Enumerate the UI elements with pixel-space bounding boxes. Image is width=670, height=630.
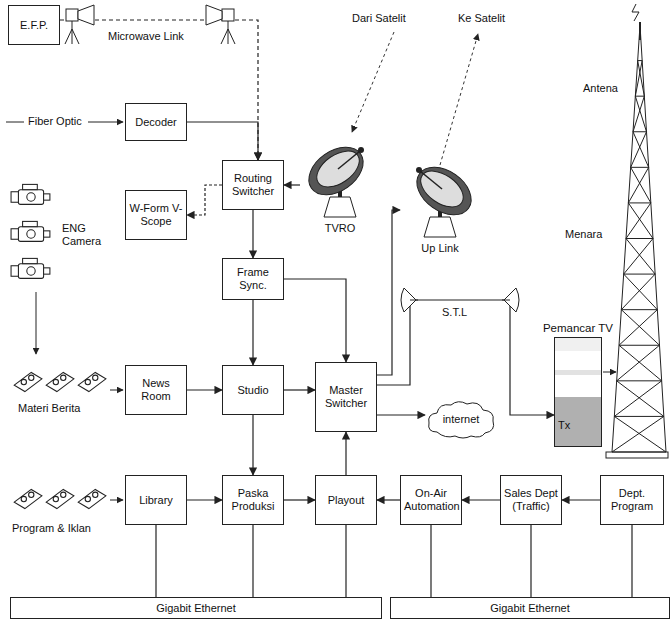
process-box: On-Air Automation — [400, 475, 462, 525]
internet-cloud: internet — [425, 398, 497, 440]
connector — [430, 525, 431, 597]
node-text: Playout — [316, 494, 376, 507]
node-text: Master Switcher — [316, 384, 376, 409]
process-box: W-Form V-Scope — [125, 190, 187, 240]
node-text: Dept. Program — [601, 487, 663, 512]
node-text: News Room — [126, 377, 186, 402]
satellite-dish: Up Link — [400, 155, 480, 254]
connector — [377, 300, 554, 415]
node-text: Routing Switcher — [223, 172, 283, 197]
connector — [187, 185, 222, 215]
connector — [252, 415, 253, 475]
connector — [530, 525, 531, 597]
connector — [284, 279, 346, 362]
connector — [462, 499, 500, 500]
text-label: ENG Camera — [62, 222, 108, 247]
transmitter-box: Pemancar TV Tx — [538, 322, 618, 447]
node-text: Up Link — [400, 242, 480, 254]
connector — [155, 525, 156, 597]
connector — [284, 499, 315, 500]
connector — [187, 122, 258, 160]
process-box: Frame Sync. — [222, 258, 284, 300]
node-text: Gigabit Ethernet — [11, 602, 381, 615]
connector — [377, 414, 425, 415]
connector — [345, 525, 346, 597]
process-box: Playout — [315, 475, 377, 525]
text-label: Microwave Link — [108, 30, 184, 43]
connector — [252, 300, 253, 365]
process-box: Sales Dept (Traffic) — [500, 475, 562, 525]
node-text: Studio — [223, 384, 283, 397]
node-text: Gigabit Ethernet — [391, 602, 669, 615]
node-text: Sales Dept (Traffic) — [501, 487, 561, 512]
node-text: Library — [126, 494, 186, 507]
node-text: Frame Sync. — [223, 266, 283, 291]
process-box: Studio — [222, 365, 284, 415]
process-box: News Room — [125, 365, 187, 415]
connector — [252, 525, 253, 597]
node-text: Decoder — [126, 116, 186, 129]
text-label: Ke Satelit — [458, 12, 505, 25]
process-box: Library — [125, 475, 187, 525]
text-label: S.T.L — [442, 306, 467, 319]
dish-icon — [300, 135, 380, 220]
connector — [377, 499, 400, 500]
text-label: Program & Iklan — [12, 522, 91, 535]
connector — [631, 525, 632, 597]
text-label: Antena — [583, 82, 618, 95]
node-text: Tx — [555, 419, 601, 432]
connector — [377, 210, 400, 375]
process-box: E.F.P. — [8, 5, 60, 45]
text-label: Materi Berita — [18, 402, 80, 415]
transmitter-cabinet: Tx — [554, 337, 602, 447]
node-text: TVRO — [300, 222, 380, 234]
node-text: W-Form V-Scope — [126, 202, 186, 227]
text-label: Fiber Optic — [28, 115, 82, 128]
dish-icon — [400, 155, 480, 240]
node-text: Paska Produksi — [223, 487, 283, 512]
text-label: Dari Satelit — [352, 12, 406, 25]
satellite-dish: TVRO — [300, 135, 380, 234]
connector — [187, 499, 222, 500]
process-box: Dept. Program — [600, 475, 664, 525]
node-text: E.F.P. — [9, 19, 59, 32]
connector — [345, 432, 346, 475]
connector — [284, 184, 300, 185]
network-band: Gigabit Ethernet — [390, 597, 670, 619]
node-text: Pemancar TV — [538, 322, 618, 334]
process-box: Paska Produksi — [222, 475, 284, 525]
connector — [252, 210, 253, 258]
connector — [187, 389, 222, 390]
connector — [284, 389, 315, 390]
text-label: Menara — [565, 228, 602, 241]
connector — [562, 499, 600, 500]
node-text: internet — [425, 413, 497, 426]
process-box: Decoder — [125, 103, 187, 141]
network-band: Gigabit Ethernet — [10, 597, 382, 619]
process-box: Master Switcher — [315, 362, 377, 432]
process-box: Routing Switcher — [222, 160, 284, 210]
node-text: On-Air Automation — [401, 487, 461, 512]
